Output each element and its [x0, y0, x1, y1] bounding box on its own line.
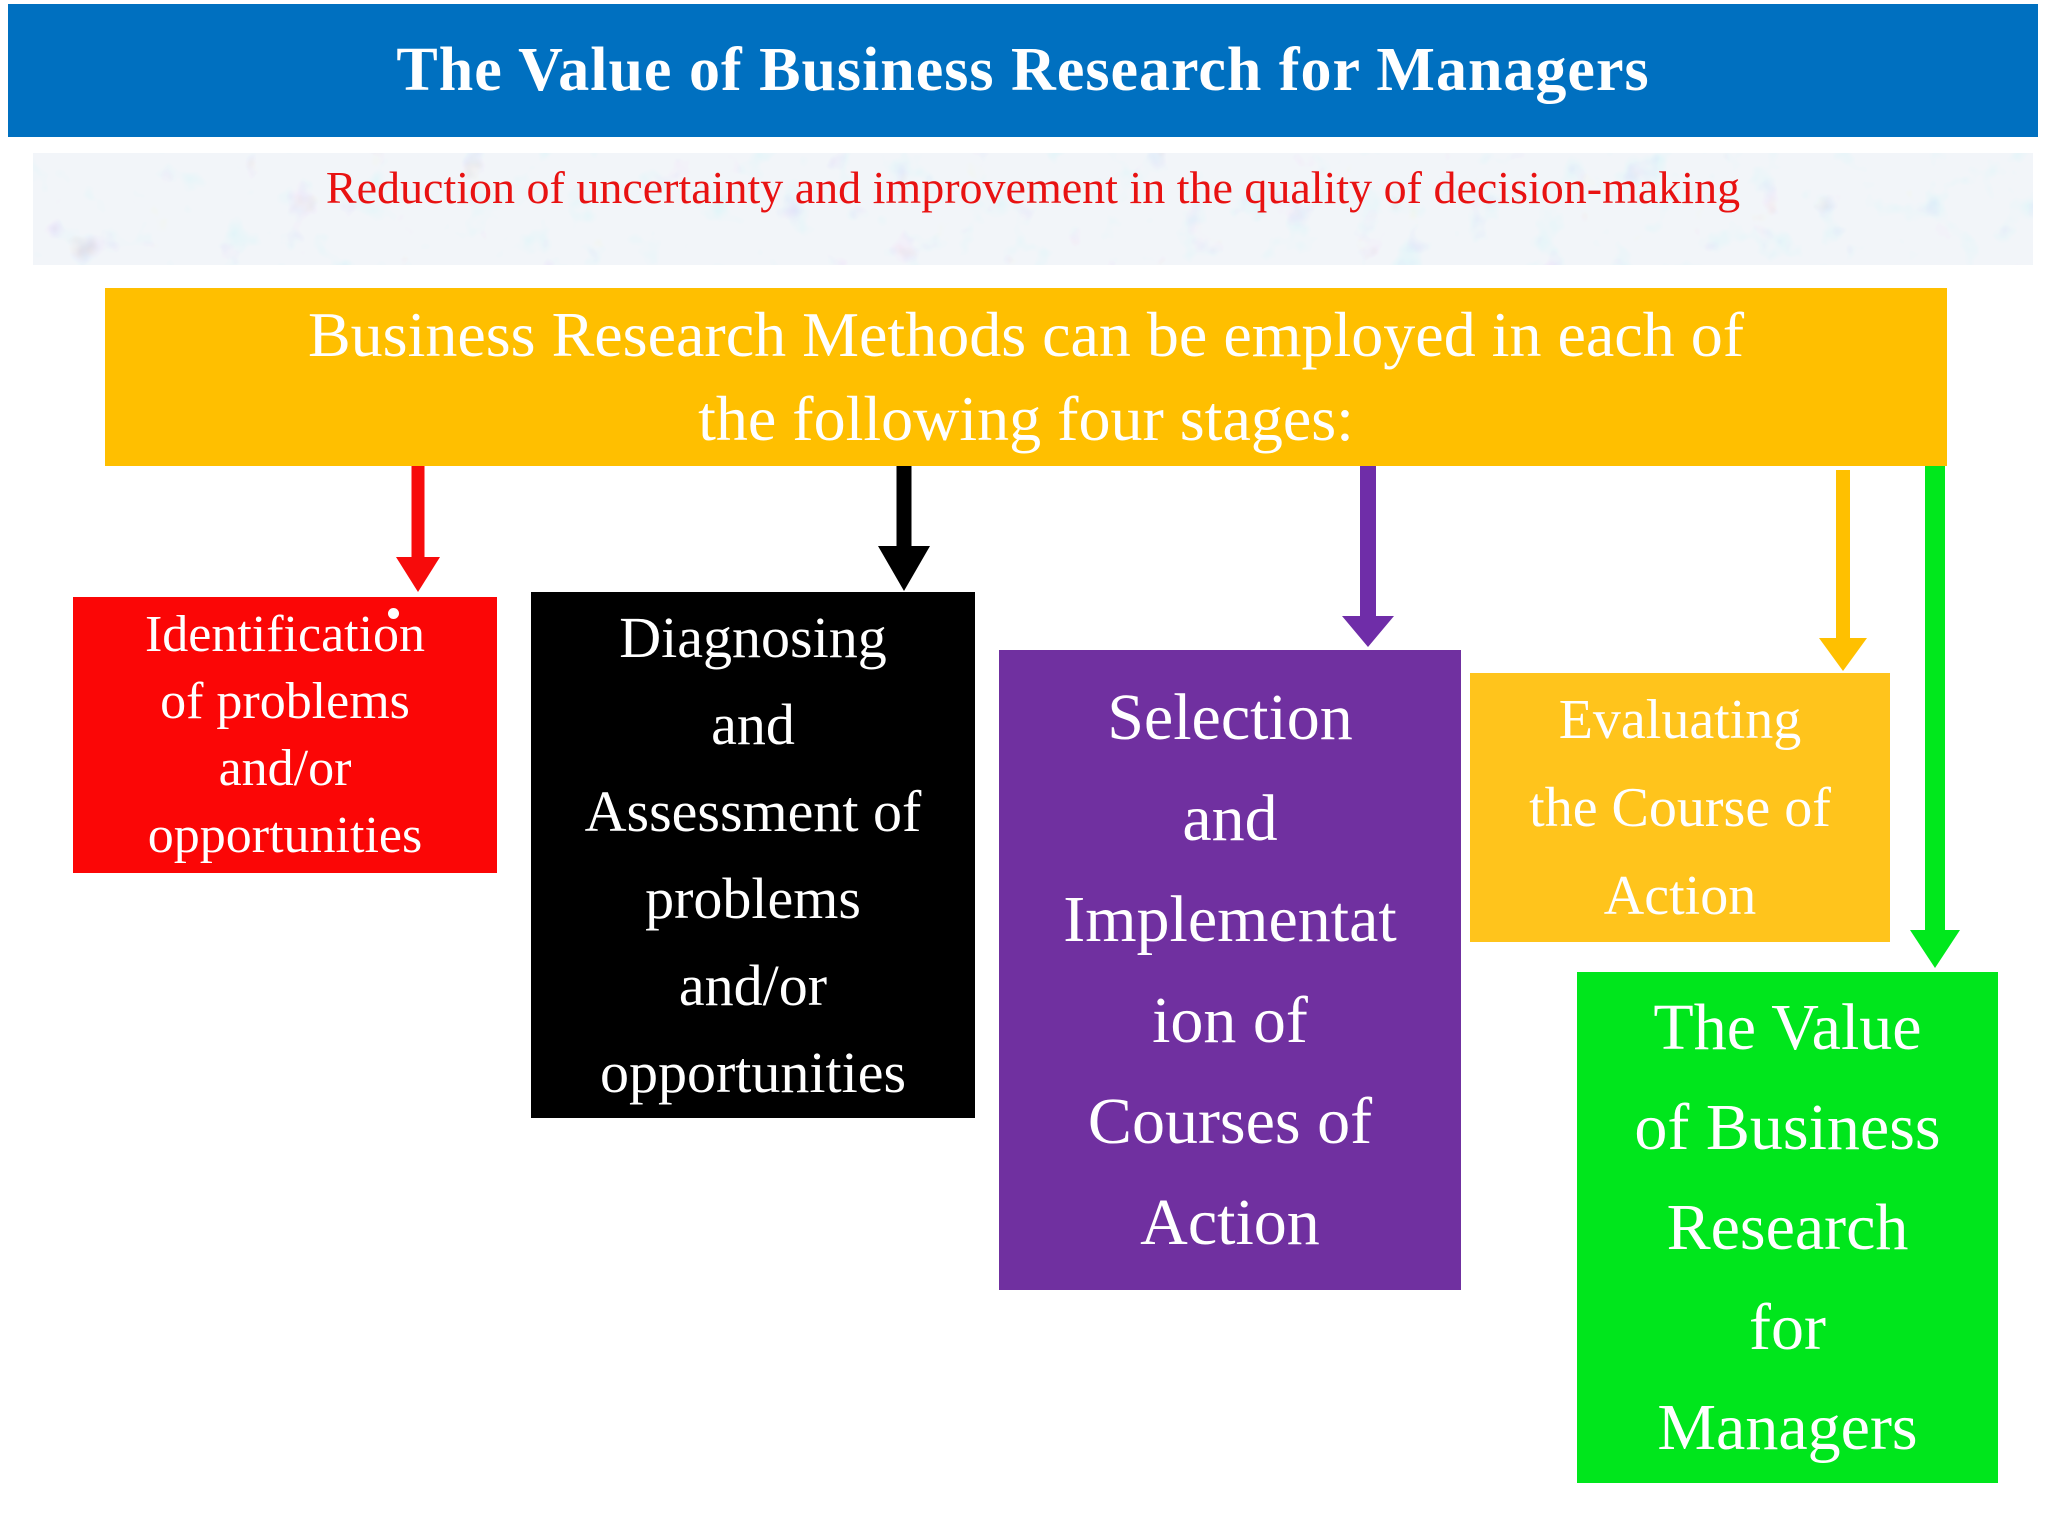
- stage-box-diagnosing: Diagnosing and Assessment of problems an…: [531, 592, 975, 1118]
- title-banner: The Value of Business Research for Manag…: [8, 4, 2038, 137]
- stage-line: and/or: [678, 953, 828, 1018]
- stage-box-identification: Identification of problems and/or opport…: [73, 597, 497, 873]
- stage-line: of problems: [160, 673, 410, 730]
- stage-line: Action: [1603, 864, 1757, 927]
- intro-line-1: Business Research Methods can be employe…: [307, 299, 1745, 370]
- stage-line: Courses of: [1087, 1085, 1373, 1158]
- watercolor-texture: [33, 153, 2033, 265]
- stage-line: ion of: [1152, 984, 1308, 1057]
- stage-line: problems: [645, 866, 861, 931]
- stage-line: and/or: [218, 740, 352, 797]
- stage-line: and: [711, 692, 795, 757]
- intro-line-2: the following four stages:: [698, 383, 1354, 454]
- stage-line: Identification: [144, 606, 426, 663]
- stage-box-evaluating: Evaluating the Course of Action: [1470, 673, 1890, 942]
- stage-line: Action: [1140, 1186, 1320, 1259]
- stage-line: Implementat: [1063, 883, 1397, 956]
- stage-box-value: The Value of Business Research for Manag…: [1577, 972, 1998, 1483]
- stage-line: Research: [1666, 1190, 1909, 1264]
- stage-line: of Business: [1634, 1090, 1941, 1164]
- stage-line: opportunities: [147, 807, 423, 864]
- stage-line: opportunities: [599, 1040, 907, 1105]
- stage-line: the Course of: [1529, 776, 1831, 839]
- stage-line: Assessment of: [584, 779, 922, 844]
- stage-line: for: [1749, 1290, 1826, 1364]
- stage-box-selection: Selection and Implementat ion of Courses…: [999, 650, 1461, 1290]
- stage-line: Diagnosing: [619, 605, 887, 670]
- stage-line: Evaluating: [1558, 688, 1802, 751]
- stage-line: Selection: [1107, 681, 1353, 754]
- stages-intro-box: Business Research Methods can be employe…: [105, 288, 1947, 466]
- slide-subtitle: Reduction of uncertainty and improvement…: [325, 162, 1741, 213]
- subtitle-band: Reduction of uncertainty and improvement…: [33, 153, 2033, 265]
- stage-line: and: [1182, 782, 1278, 855]
- slide-title: The Value of Business Research for Manag…: [396, 36, 1650, 104]
- stage-line: The Value: [1653, 990, 1922, 1064]
- stage-line: Managers: [1657, 1390, 1918, 1464]
- bullet-dot: [388, 608, 399, 619]
